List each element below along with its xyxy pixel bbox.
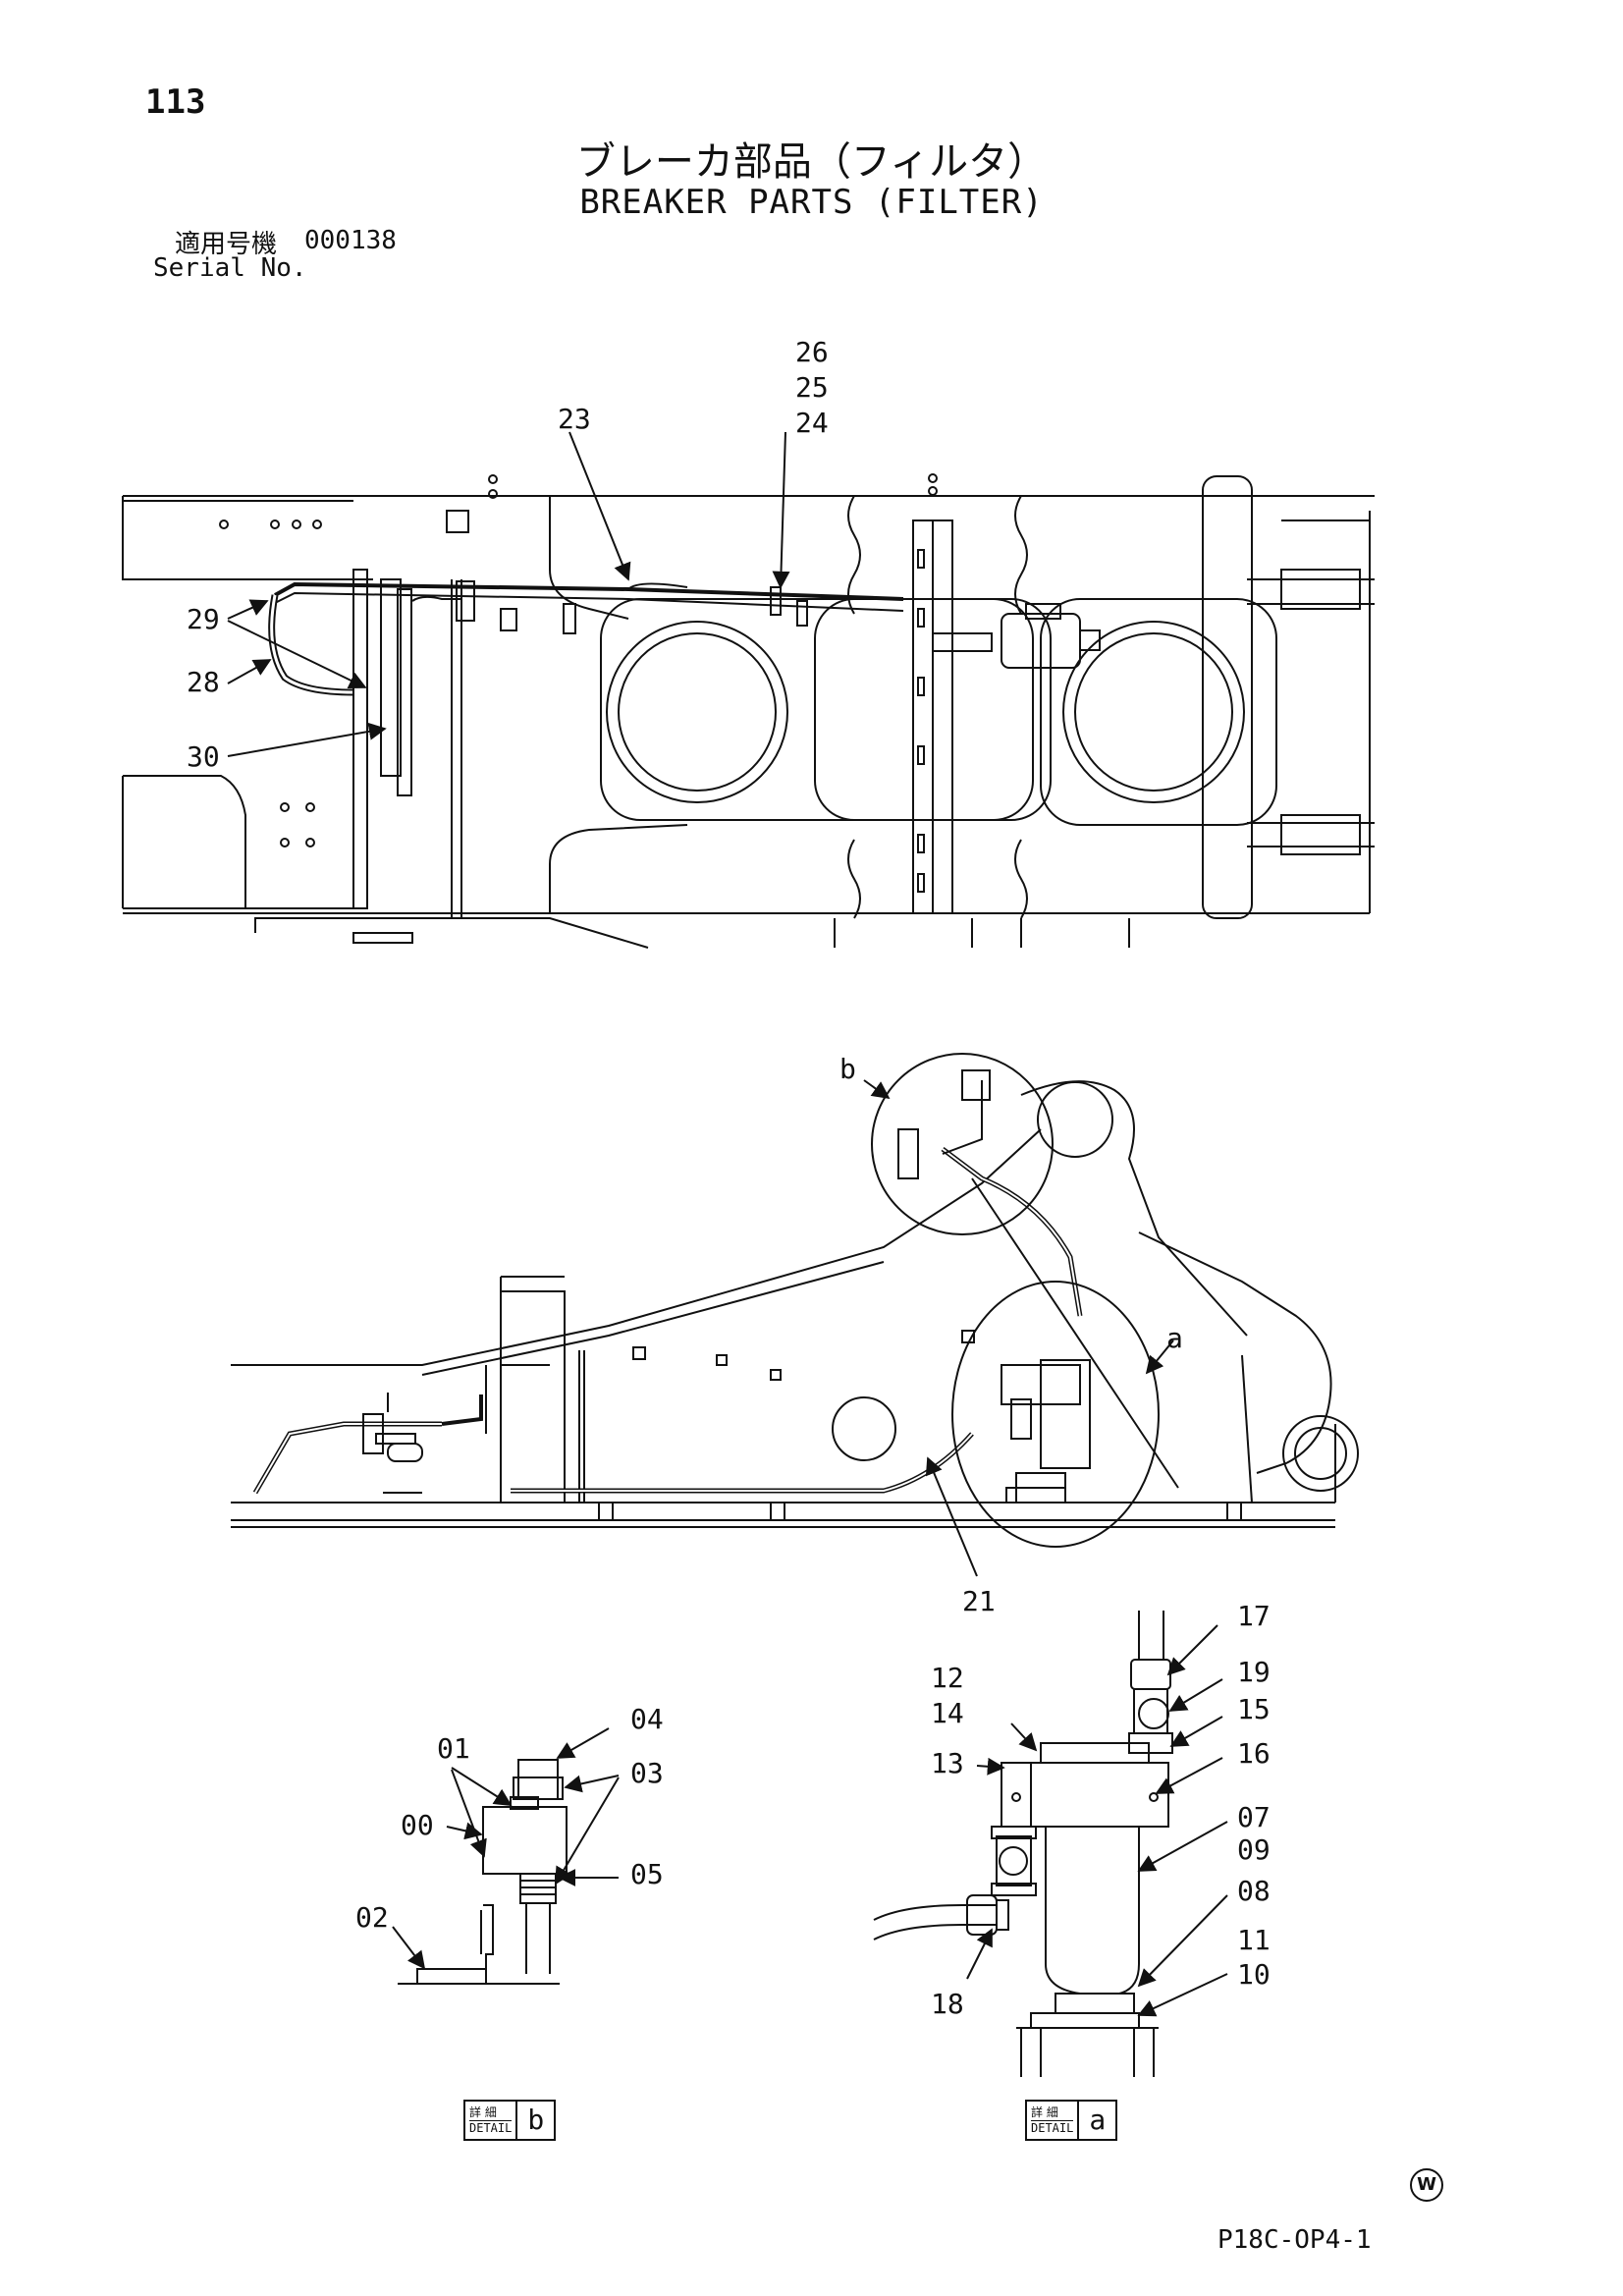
callout-23: 23 [558, 403, 591, 435]
detail-b-letter: b [527, 2104, 545, 2136]
callout-08: 08 [1237, 1875, 1271, 1907]
callout-29: 29 [187, 603, 220, 635]
callout-10: 10 [1237, 1958, 1271, 1991]
detail-a-label-jp: 詳 細 [1031, 2105, 1058, 2119]
callout-04: 04 [630, 1703, 664, 1735]
callout-13: 13 [931, 1747, 964, 1779]
detail-a-label: 詳 細 DETAIL a [1025, 2100, 1118, 2141]
callout-16: 16 [1237, 1737, 1271, 1770]
serial-label-english: Serial No. [153, 253, 307, 283]
callout-30: 30 [187, 740, 220, 773]
detail-b-label-jp: 詳 細 [469, 2105, 497, 2119]
serial-number-value: 000138 [304, 226, 397, 255]
callout-25: 25 [795, 371, 829, 404]
callout-11: 11 [1237, 1924, 1271, 1956]
callout-17: 17 [1237, 1600, 1271, 1632]
detail-a-letter: a [1089, 2104, 1107, 2136]
callout-09: 09 [1237, 1833, 1271, 1866]
top-view-boom-plan [122, 473, 1375, 949]
serial-label-japanese: 適用号機 [175, 230, 278, 259]
callout-02: 02 [355, 1901, 389, 1934]
page-title-english: BREAKER PARTS (FILTER) [579, 183, 1044, 222]
detail-a-leaders [966, 1624, 1228, 2017]
top-view-leaders [227, 431, 790, 757]
callout-00: 00 [401, 1809, 434, 1841]
callout-b: b [839, 1053, 856, 1085]
callout-28: 28 [187, 666, 220, 698]
callout-15: 15 [1237, 1693, 1271, 1725]
page-title-japanese: ブレーカ部品（フィルタ） [575, 139, 1048, 185]
detail-b-leaders [392, 1727, 620, 1970]
callout-18: 18 [931, 1988, 964, 2020]
detail-b-label-en: DETAIL [469, 2119, 513, 2135]
callout-14: 14 [931, 1697, 964, 1729]
detail-a-drawing [873, 1611, 1173, 2077]
side-view-leaders [863, 1079, 1174, 1577]
detail-b-label: 詳 細 DETAIL b [463, 2100, 557, 2141]
drawing-code: P18C-OP4-1 [1217, 2225, 1372, 2255]
callout-21: 21 [962, 1585, 996, 1617]
callout-01: 01 [437, 1732, 470, 1765]
callout-a: a [1166, 1322, 1183, 1354]
callout-07: 07 [1237, 1801, 1271, 1833]
page-number: 113 [145, 82, 206, 122]
callout-03: 03 [630, 1757, 664, 1789]
callout-19: 19 [1237, 1656, 1271, 1688]
detail-a-label-en: DETAIL [1031, 2119, 1074, 2135]
detail-b-circle [871, 1053, 1054, 1235]
callout-26: 26 [795, 336, 829, 368]
callout-12: 12 [931, 1662, 964, 1694]
watermark-symbol: W [1410, 2168, 1443, 2202]
callout-24: 24 [795, 407, 829, 439]
detail-a-circle [951, 1281, 1160, 1548]
callout-05: 05 [630, 1858, 664, 1890]
detail-b-drawing [398, 1759, 568, 1985]
side-view-boom [231, 1069, 1359, 1528]
